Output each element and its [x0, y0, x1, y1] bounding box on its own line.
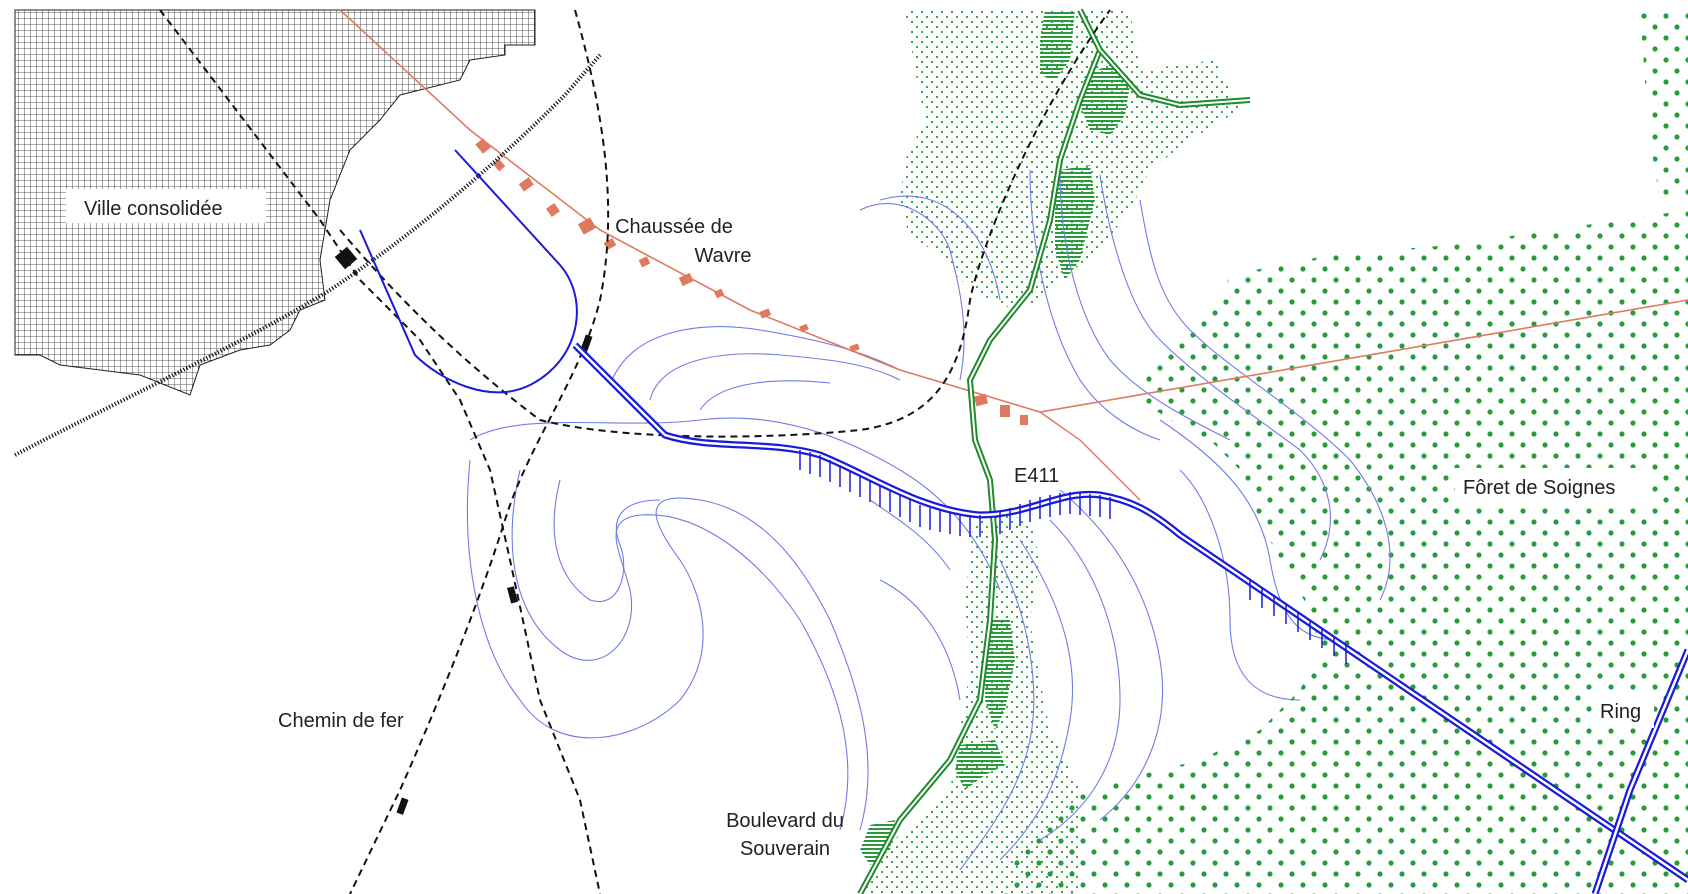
green-bodies [860, 10, 1130, 865]
label-ring: Ring [1600, 701, 1641, 723]
contour-lines [466, 169, 1391, 871]
vegetation-area [900, 10, 1240, 310]
label-foret-de-soignes: Fôret de Soignes [1463, 477, 1615, 499]
map-labels: Ville consolidée Chaussée de Wavre E411 … [66, 189, 1654, 860]
railway-stations [334, 246, 593, 815]
forest-area [1000, 210, 1688, 894]
label-e411: E411 [1014, 465, 1059, 487]
e411-motorway [359, 149, 1688, 894]
urban-area [14, 9, 536, 396]
ring-label-bg [1594, 694, 1654, 728]
label-boulevard-line2: Souverain [740, 838, 830, 860]
label-ville-consolidee: Ville consolidée [84, 198, 223, 220]
label-chemin-de-fer: Chemin de fer [278, 710, 404, 732]
city-ring-line [14, 53, 602, 457]
railways [159, 9, 1111, 894]
label-chaussee-line2: Wavre [694, 245, 751, 267]
vegetation-area-2 [860, 510, 1080, 894]
vegetation-strip-right [1640, 10, 1688, 200]
chaussee-de-wavre [339, 9, 1688, 501]
ville-label-bg [66, 189, 266, 223]
label-boulevard-line1: Boulevard du [726, 810, 844, 832]
label-chaussee-line1: Chaussée de [615, 216, 733, 238]
boulevard-du-souverain [857, 8, 1251, 894]
foret-label-bg [1455, 468, 1650, 504]
